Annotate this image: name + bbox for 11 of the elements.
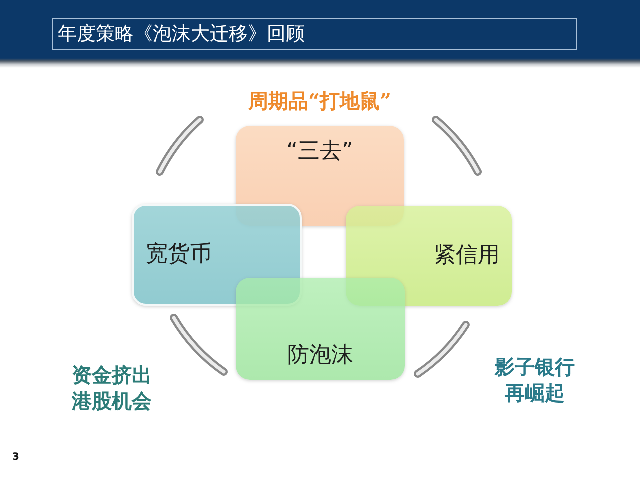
- rounded-box: [236, 278, 405, 380]
- box-label: 紧信用: [434, 244, 500, 268]
- heading-text: 周期品“打地鼠”: [247, 88, 392, 114]
- note-text: 资金挤出港股机会: [70, 362, 153, 414]
- title-bar: 年度策略《泡沫大迁移》回顾: [52, 18, 577, 50]
- page-number: 3: [12, 452, 20, 464]
- note-text: 影子银行再崛起: [494, 354, 576, 406]
- rounded-box: [346, 206, 512, 306]
- box-label: 防泡沫: [288, 344, 354, 368]
- box-label: “三去”: [286, 140, 354, 164]
- box-label: 宽货币: [146, 242, 212, 268]
